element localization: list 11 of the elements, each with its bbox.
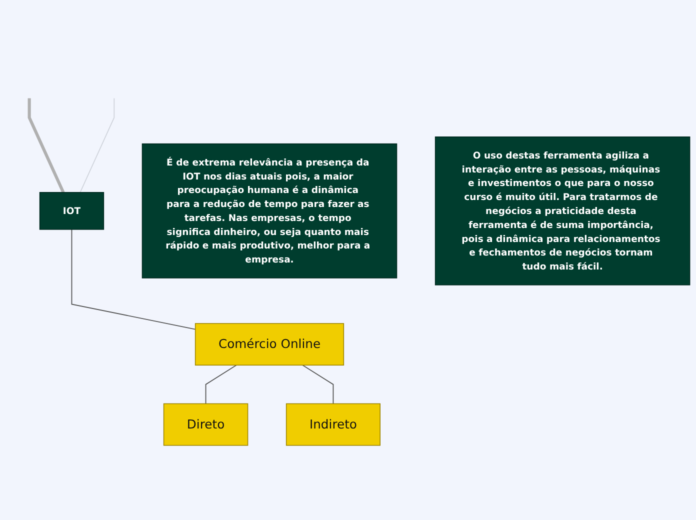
node-box: É de extrema relevância a presença da IOT nos dias atuais pois, a maior preocupação humana é a dinâmica para a redução de tempo para fazer as tarefas. Nas empresas, o tempo significa dinheiro, ou seja quanto mais rápido e mais produtivo, melhor para a empresa. — [142, 143, 398, 278]
node-box: O uso destas ferramenta agiliza a interação entre as pessoas, máquinas e investimentos o que para o nosso curso é muito útil. Para tratarmos de negócios a praticidade desta ferramenta é de suma importância, pois a dinâmica para relacionamentos e fechamentos de negócios tornam tudo mais fácil. — [434, 136, 690, 286]
connector — [205, 364, 237, 404]
node-box: Indireto — [286, 403, 380, 446]
connector — [28, 98, 65, 193]
connector — [302, 364, 334, 404]
connector — [80, 98, 115, 193]
connector — [71, 228, 196, 330]
node-box: Comércio Online — [194, 322, 344, 366]
node-box: Direto — [163, 403, 248, 446]
node-box: IOT — [39, 192, 104, 230]
